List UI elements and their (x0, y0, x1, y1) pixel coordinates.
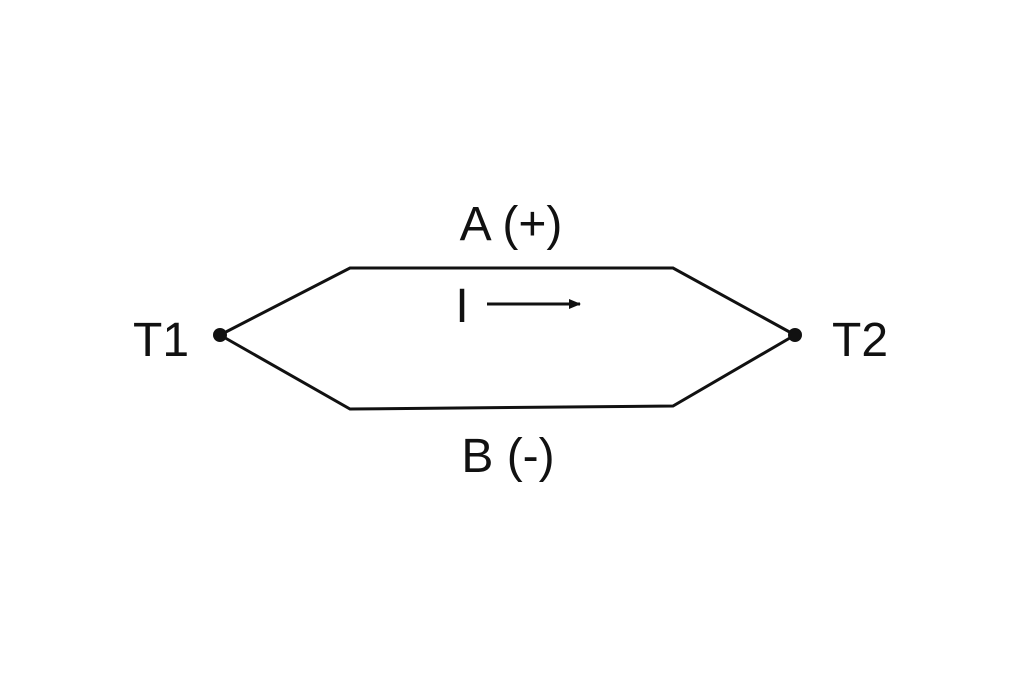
wire-a-label: A (+) (460, 198, 563, 251)
wire-b-label: B (-) (461, 430, 554, 483)
junction-t2-label: T2 (832, 314, 888, 367)
current-label: I (455, 280, 468, 333)
wire-b (219, 333, 796, 411)
wire-a (219, 266, 796, 337)
junction-t1-label: T1 (133, 314, 189, 367)
junction-t2-dot (788, 328, 802, 342)
junction-t1-dot (213, 328, 227, 342)
